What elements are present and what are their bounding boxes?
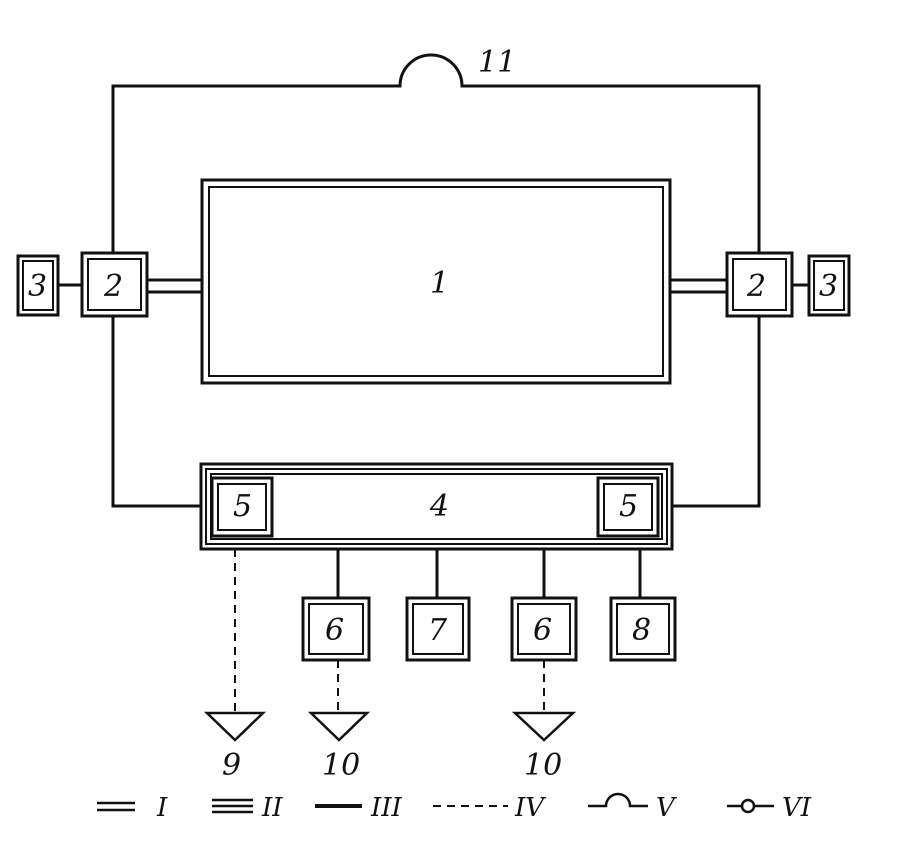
terminal-9-label: 9 [222,748,241,783]
block-2-left-label: 2 [103,269,123,304]
legend-item-V: V [588,792,677,823]
block-6-b: 6 [510,596,578,662]
terminal-10a-label: 10 [322,748,360,783]
block-5-left-label: 5 [233,489,252,524]
legend-item-VI: VI [727,793,812,823]
legend-label-VI: VI [782,793,812,823]
terminal-10b-label: 10 [524,748,562,783]
block-3-left: 3 [16,254,60,317]
block-2-left: 2 [80,251,149,318]
block-5-right: 5 [596,476,660,538]
legend: I II III IV V VI [97,792,812,823]
connection-right-1-to-2 [670,278,727,294]
block-3-right: 3 [807,254,851,317]
block-6-a-label: 6 [325,613,344,648]
block-6-a: 6 [301,596,371,662]
block-2-right: 2 [725,251,794,318]
block-1: 1 [200,178,672,385]
legend-label-V: V [656,793,677,823]
antenna-9-icon [203,711,267,742]
legend-label-IV: IV [514,793,546,823]
antenna-10b-icon [511,711,577,742]
block-6-b-label: 6 [533,613,552,648]
block-7: 7 [405,596,471,662]
block-4: 4 [199,462,674,551]
block-8: 8 [609,596,677,662]
block-5-right-label: 5 [619,489,638,524]
block-3-left-label: 3 [28,269,47,304]
connection-left-2-to-1 [147,278,202,294]
legend-label-III: III [370,793,403,823]
antenna-10a-icon [307,711,371,742]
block-5-left: 5 [210,476,274,538]
wire-left-2-to-5 [111,316,208,508]
legend-label-II: II [261,793,283,823]
legend-item-IV: IV [433,793,546,823]
wire-right-2-to-5 [664,316,761,508]
legend-label-I: I [156,793,168,823]
block-3-right-label: 3 [819,269,838,304]
block-1-label: 1 [430,266,449,301]
arc-label-11: 11 [478,45,516,80]
block-2-right-label: 2 [746,269,766,304]
legend-item-II: II [212,793,283,823]
outer-loop-wire [111,53,761,253]
legend-item-I: I [97,793,168,823]
block-7-label: 7 [428,613,448,648]
block-4-label: 4 [429,489,449,524]
block-8-label: 8 [632,613,651,648]
legend-item-III: III [315,793,403,823]
